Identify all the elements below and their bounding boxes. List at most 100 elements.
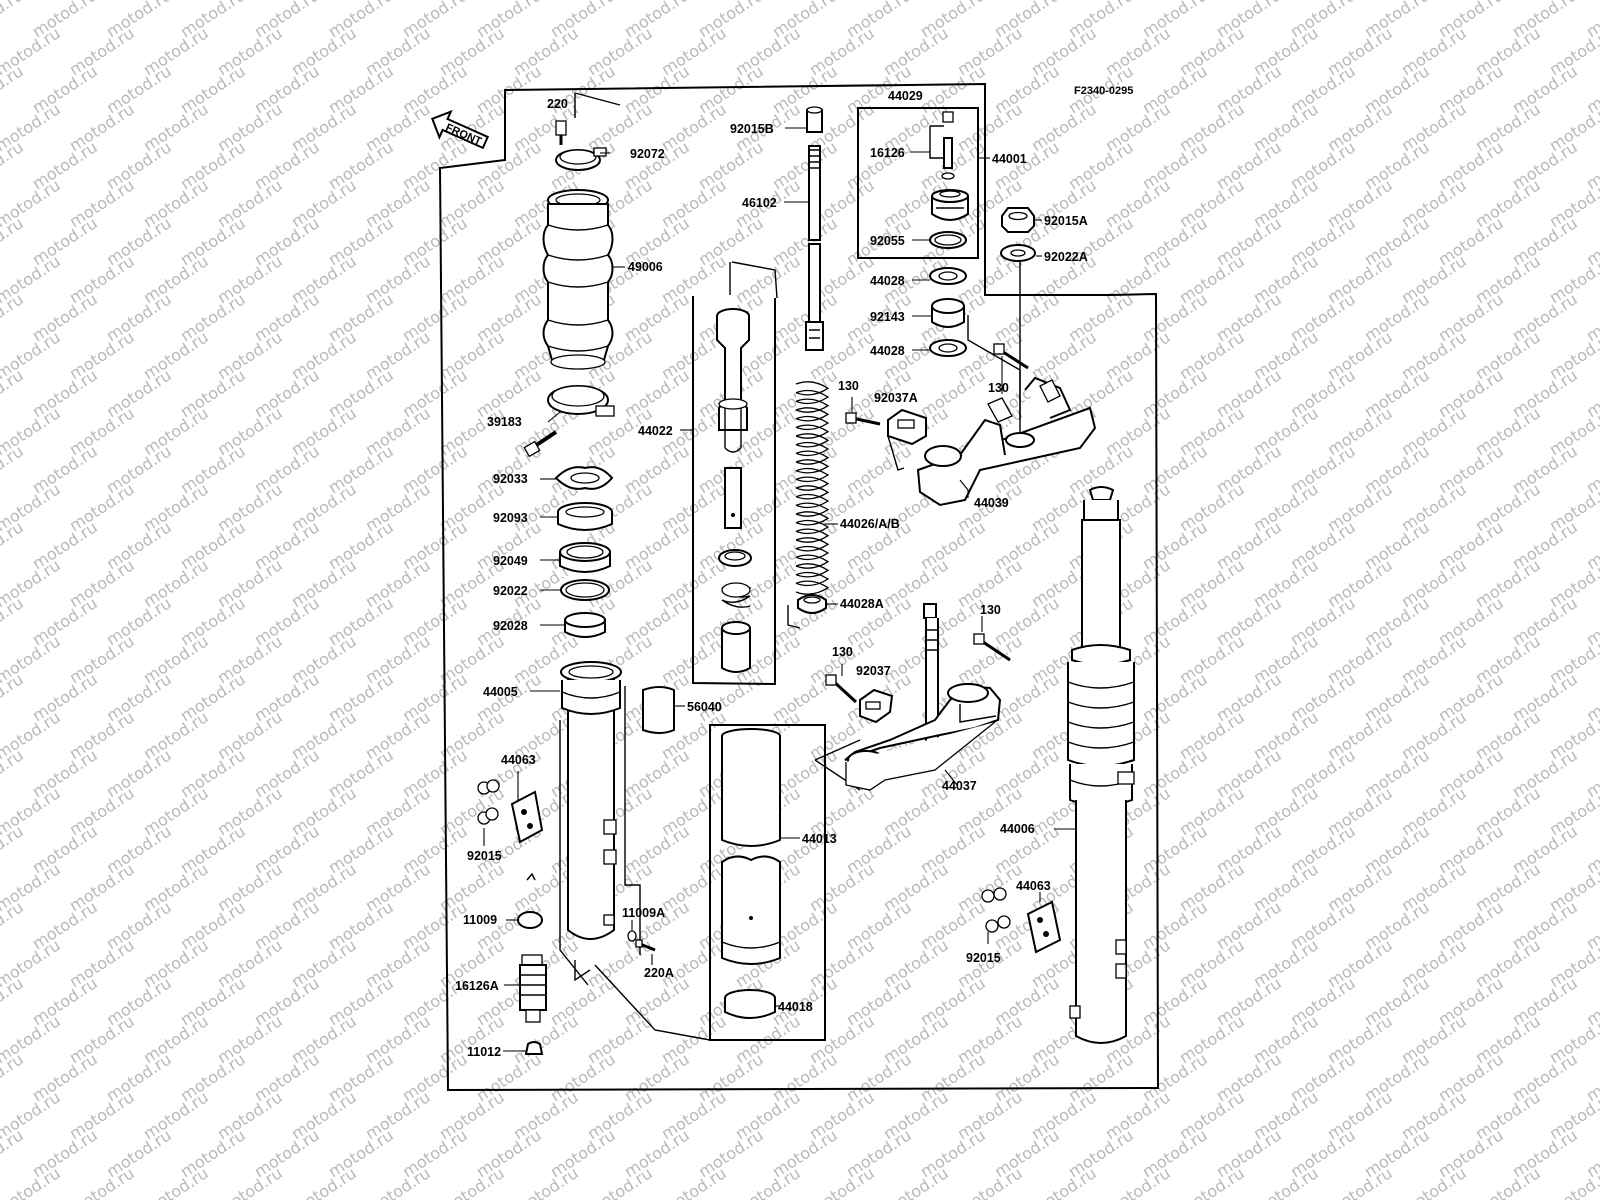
watermark-text: motod.ru xyxy=(214,1163,286,1200)
watermark-text: motod.ru xyxy=(1324,1163,1396,1200)
watermark-text: motod.ru xyxy=(0,745,27,801)
watermark-text: motod.ru xyxy=(436,1163,508,1200)
label-44028A: 44028A xyxy=(840,597,884,611)
label-44001: 44001 xyxy=(992,152,1027,166)
label-92015-right: 92015 xyxy=(966,951,1001,965)
label-44063-right: 44063 xyxy=(1016,879,1051,893)
watermark-text: motod.ru xyxy=(66,1163,138,1200)
piston-sleeve xyxy=(721,621,751,673)
label-92055: 92055 xyxy=(870,234,905,248)
watermark-text: motod.ru xyxy=(0,289,27,345)
label-92037A: 92037A xyxy=(874,391,918,405)
label-44037: 44037 xyxy=(942,779,977,793)
label-44029: 44029 xyxy=(888,89,923,103)
watermark-text: motod.ru xyxy=(1472,1163,1544,1200)
label-92033: 92033 xyxy=(493,472,528,486)
watermark-text: motod.ru xyxy=(1102,1163,1174,1200)
label-11009A: 11009A xyxy=(622,906,665,920)
watermark-text: motod.ru xyxy=(954,1163,1026,1200)
watermark-text: motod.ru xyxy=(0,973,27,1029)
outer-tube-44005 xyxy=(560,661,622,940)
label-130-lower-left: 130 xyxy=(832,645,853,659)
collar-92143 xyxy=(931,298,965,328)
watermark-text: motod.ru xyxy=(510,1163,582,1200)
watermark-text: motod.ru xyxy=(0,1125,27,1181)
watermark-text: motod.ru xyxy=(1176,1163,1248,1200)
label-44028-lower: 44028 xyxy=(870,344,905,358)
label-11012: 11012 xyxy=(467,1045,501,1059)
watermark-text: motod.ru xyxy=(806,1163,878,1200)
gasket-92033 xyxy=(554,466,614,490)
watermark-text: motod.ru xyxy=(0,821,27,877)
label-130-upper-right: 130 xyxy=(988,381,1009,395)
collar-44028-lower xyxy=(929,339,967,357)
watermark-text: motod.ru xyxy=(0,897,27,953)
label-92015-left: 92015 xyxy=(467,849,502,863)
o-ring-92055 xyxy=(929,231,967,249)
label-56040: 56040 xyxy=(687,700,722,714)
watermark-text: motod.ru xyxy=(140,1163,212,1200)
watermark-text: motod.ru xyxy=(0,365,27,421)
label-92093: 92093 xyxy=(493,511,528,525)
fork-spring-44026 xyxy=(795,381,830,595)
watermark-text: motod.ru xyxy=(0,517,27,573)
washer-11009A xyxy=(627,930,637,942)
label-16126A: 16126A xyxy=(455,979,499,993)
label-130-upper-left: 130 xyxy=(838,379,859,393)
bolt-220 xyxy=(555,120,567,145)
watermark-text: motod.ru xyxy=(0,669,27,725)
label-92022: 92022 xyxy=(493,584,528,598)
cap-11012 xyxy=(524,1041,544,1055)
label-92143: 92143 xyxy=(870,310,905,324)
label-92015A: 92015A xyxy=(1044,214,1088,228)
label-44022: 44022 xyxy=(638,424,673,438)
watermark-text: motod.ru xyxy=(732,1163,804,1200)
label-130-lower-right: 130 xyxy=(980,603,1001,617)
washer-92049 xyxy=(559,542,611,573)
collar-44028-upper xyxy=(929,267,967,285)
watermark-text: motod.ru xyxy=(0,61,27,117)
label-44005: 44005 xyxy=(483,685,518,699)
label-92028: 92028 xyxy=(493,619,528,633)
watermark-text: motod.ru xyxy=(288,1163,360,1200)
label-44063-left: 44063 xyxy=(501,753,536,767)
label-plate-56040 xyxy=(642,686,675,734)
label-92015B: 92015B xyxy=(730,122,774,136)
label-11009: 11009 xyxy=(463,913,497,927)
label-44039: 44039 xyxy=(974,496,1009,510)
watermark-text: motod.ru xyxy=(1250,1163,1322,1200)
spring-seat-44028A xyxy=(797,594,827,614)
dust-boot-49006 xyxy=(542,189,614,370)
watermark-text: motod.ru xyxy=(0,593,27,649)
circlip-92022 xyxy=(560,579,610,601)
label-44026: 44026/A/B xyxy=(840,517,900,531)
label-49006: 49006 xyxy=(628,260,663,274)
label-39183: 39183 xyxy=(487,415,522,429)
watermark-text: motod.ru xyxy=(584,1163,656,1200)
watermark-text: motod.ru xyxy=(0,441,27,497)
label-220: 220 xyxy=(547,97,568,111)
watermark-text: motod.ru xyxy=(880,1163,952,1200)
label-220A: 220A xyxy=(644,966,674,980)
label-44006: 44006 xyxy=(1000,822,1035,836)
watermark-text: motod.ru xyxy=(0,0,27,41)
label-92072: 92072 xyxy=(630,147,665,161)
bolt-92015B xyxy=(806,106,823,133)
label-44013: 44013 xyxy=(802,832,837,846)
valve-16126A xyxy=(519,954,547,1023)
label-46102: 46102 xyxy=(742,196,777,210)
watermark-text: motod.ru xyxy=(0,137,27,193)
spring-clip xyxy=(718,549,752,567)
clamp-92072 xyxy=(555,147,607,171)
watermark-text: motod.ru xyxy=(0,1049,27,1105)
label-92037: 92037 xyxy=(856,664,891,678)
watermark-text: motod.ru xyxy=(362,1163,434,1200)
watermark-text: motod.ru xyxy=(658,1163,730,1200)
watermark-text: motod.ru xyxy=(0,213,27,269)
cap-bolt-44001 xyxy=(931,189,969,221)
watermark-text: motod.ru xyxy=(1398,1163,1470,1200)
oil-seal-92093 xyxy=(557,502,613,531)
bushing-92028 xyxy=(564,612,606,638)
rod-segment xyxy=(724,467,742,529)
